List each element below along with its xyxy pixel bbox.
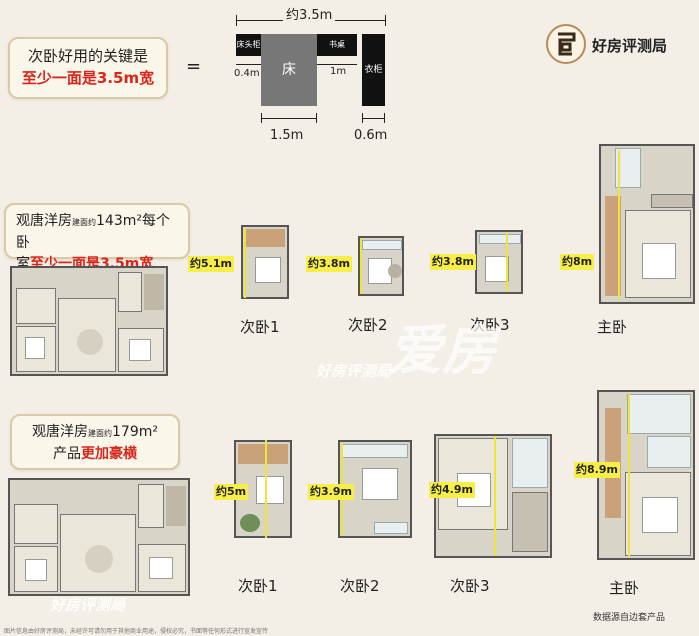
bedside-table-label: 床头柜 — [236, 40, 261, 49]
row1-bedroom3-measure: 约3.8m — [430, 254, 476, 270]
dim-wardrobe-tick-left — [362, 113, 363, 123]
row2-master-measure: 约8.9m — [574, 462, 620, 478]
callout-bot-part1: 观唐洋房 — [32, 424, 88, 440]
callout-top: 次卧好用的关键是 至少一面是3.5m宽 — [8, 37, 168, 99]
dim-bed-tick-right — [316, 113, 317, 123]
footnote-left: 图片信息由好房评测局，未经许可请勿用于其他商业用途，侵权必究，书面等任何形式进行… — [4, 628, 269, 635]
row1-bedroom3-label: 次卧3 — [470, 316, 510, 334]
bed-block: 床 — [261, 34, 317, 106]
dim-left-label: 0.4m — [234, 68, 260, 79]
watermark-bottom: 好房评测局 — [50, 596, 126, 614]
row2-master-label: 主卧 — [609, 579, 640, 597]
row1-master-plan — [599, 144, 695, 304]
wardrobe-block: 衣柜 — [362, 34, 385, 106]
callout-bot-small: 建面约 — [88, 429, 112, 438]
desk-label: 书桌 — [329, 40, 345, 49]
row2-bedroom1-measure: 约5m — [214, 484, 249, 500]
desk-block: 书桌 — [317, 34, 357, 56]
row1-bedroom2-measure-line — [360, 238, 362, 294]
row1-bedroom1-measure-line — [244, 228, 246, 298]
dim-wardrobe-line — [362, 118, 385, 119]
row2-bedroom1-label: 次卧1 — [238, 577, 278, 595]
row1-bedroom2-measure: 约3.8m — [306, 256, 352, 272]
callout-mid-small: 建面约 — [72, 218, 96, 227]
row1-master-measure: 约8m — [560, 254, 595, 270]
watermark-big: 爱房 — [388, 319, 496, 382]
row1-bedroom3-measure-line — [506, 232, 508, 292]
total-width-label: 约3.5m — [283, 4, 336, 23]
callout-bot-part2: 179m² — [112, 424, 158, 440]
callout-bot-part3: 产品 — [53, 446, 81, 462]
whole-floorplan-179 — [8, 478, 190, 596]
dim-bed-tick-left — [261, 113, 262, 123]
callout-mid-part2: 143m²每个卧 — [16, 213, 170, 251]
dim-desk-line — [317, 64, 357, 65]
callout-mid: 观唐洋房建面约143m²每个卧 室至少一面是3.5m宽 — [4, 203, 190, 272]
dim-wardrobe-label: 0.6m — [354, 128, 388, 143]
row2-bedroom2-label: 次卧2 — [340, 577, 380, 595]
dim-desk-label: 1m — [330, 66, 347, 77]
row2-bedroom3-measure: 约4.9m — [429, 482, 475, 498]
callout-bot: 观唐洋房建面约179m² 产品更加豪横 — [10, 414, 180, 470]
row2-master-measure-line — [628, 394, 630, 556]
row1-bedroom2-label: 次卧2 — [348, 316, 388, 334]
row2-bedroom1-plan — [234, 440, 292, 538]
row2-bedroom2-measure: 约3.9m — [308, 484, 354, 500]
watermark-mid: 好房评测局 — [316, 362, 392, 380]
bedside-table-block: 床头柜 — [236, 34, 261, 56]
row1-bedroom1-measure: 约5.1m — [188, 256, 234, 272]
row2-bedroom3-measure-line — [494, 436, 496, 556]
footnote-right: 数据源自边套产品 — [593, 613, 666, 623]
dim-bed-label: 1.5m — [270, 128, 304, 143]
callout-top-line1: 次卧好用的关键是 — [27, 47, 148, 65]
dim-wardrobe-tick-right — [384, 113, 385, 123]
row2-bedroom1-measure-line — [265, 440, 267, 538]
row2-bedroom3-label: 次卧3 — [450, 577, 490, 595]
brand-logo-icon — [558, 32, 576, 56]
row2-bedroom3-plan — [434, 434, 552, 558]
wardrobe-label: 衣柜 — [364, 65, 383, 75]
row1-master-measure-line — [618, 150, 620, 300]
brand-name: 好房评测局 — [592, 37, 668, 55]
row1-master-label: 主卧 — [597, 318, 628, 336]
dim-left-line — [236, 64, 261, 65]
row1-bedroom3-plan — [475, 230, 523, 294]
row1-bedroom2-plan — [358, 236, 404, 296]
whole-floorplan-143 — [10, 266, 168, 376]
total-width-tick-right — [385, 15, 386, 26]
total-width-tick-left — [236, 15, 237, 26]
dim-bed-line — [261, 118, 317, 119]
equals-sign: = — [186, 56, 202, 77]
bed-label: 床 — [282, 62, 296, 78]
brand-logo-seal — [546, 24, 586, 64]
callout-mid-part1: 观唐洋房 — [16, 213, 72, 229]
row1-bedroom1-plan — [241, 225, 289, 299]
row1-bedroom1-label: 次卧1 — [240, 318, 280, 336]
callout-bot-part4: 更加豪横 — [81, 446, 137, 462]
callout-top-line2: 至少一面是3.5m宽 — [21, 69, 155, 87]
